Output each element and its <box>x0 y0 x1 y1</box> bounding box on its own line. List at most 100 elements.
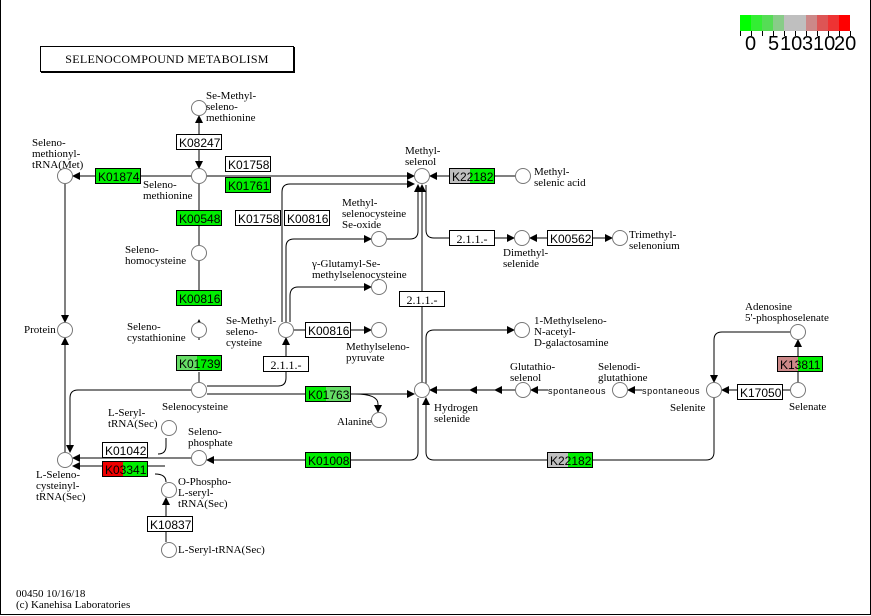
compound-node[interactable] <box>161 542 177 558</box>
legend-label: 5 <box>768 33 780 55</box>
compound-label: Seleno- methionine <box>143 179 193 202</box>
compound-node[interactable] <box>57 452 73 468</box>
compound-node[interactable] <box>278 322 294 338</box>
compound-label: Selenocysteine <box>162 401 228 413</box>
legend-label: 0 <box>745 33 757 55</box>
compound-node[interactable] <box>706 382 722 398</box>
compound-label: Methylseleno- pyruvate <box>346 341 410 364</box>
enzyme-box[interactable]: K01874 <box>95 168 141 184</box>
map-title: SELENOCOMPOUND METABOLISM <box>40 46 294 72</box>
compound-node[interactable] <box>612 382 628 398</box>
compound-node[interactable] <box>161 420 177 436</box>
enzyme-box[interactable]: K22182 <box>449 168 495 184</box>
compound-node[interactable] <box>514 322 530 338</box>
enzyme-box[interactable]: 2.1.1.- <box>449 230 495 246</box>
compound-node[interactable] <box>161 482 177 498</box>
enzyme-box[interactable]: K00816 <box>176 290 222 306</box>
compound-node[interactable] <box>514 230 530 246</box>
legend-swatch <box>740 15 751 31</box>
compound-node[interactable] <box>371 412 387 428</box>
compound-label: Dimethyl- selenide <box>503 247 549 270</box>
enzyme-box[interactable]: K22182 <box>547 452 593 468</box>
enzyme-box[interactable]: K01739 <box>176 355 222 371</box>
legend-swatch <box>828 15 839 31</box>
copyright: (c) Kanehisa Laboratories <box>16 599 131 611</box>
enzyme-box[interactable]: K08247 <box>176 134 222 150</box>
compound-node[interactable] <box>515 168 531 184</box>
enzyme-box[interactable]: 2.1.1.- <box>263 356 309 372</box>
compound-node[interactable] <box>612 230 628 246</box>
compound-label: Hydrogen selenide <box>434 402 478 425</box>
enzyme-box[interactable]: K00548 <box>176 210 222 226</box>
enzyme-box[interactable]: K00816 <box>284 210 330 226</box>
compound-label: Se-Methyl- seleno- cysteine <box>226 315 277 349</box>
enzyme-box[interactable]: K01758 <box>225 156 271 172</box>
compound-label: Seleno- phosphate <box>188 426 233 449</box>
map-footer: 00450 10/16/18 (c) Kanehisa Laboratories <box>16 589 130 611</box>
compound-node[interactable] <box>371 322 387 338</box>
map-id-date: 00450 10/16/18 <box>16 588 86 600</box>
compound-label: Seleno- cystathionine <box>127 321 186 344</box>
compound-label: γ-Glutamyl-Se- methylselenocysteine <box>312 258 407 281</box>
compound-node[interactable] <box>414 168 430 184</box>
compound-label: L-Seryl- tRNA(Sec) <box>108 407 158 430</box>
compound-node[interactable] <box>790 382 806 398</box>
enzyme-box[interactable]: K00562 <box>547 230 593 246</box>
enzyme-box[interactable]: K17050 <box>737 384 783 400</box>
legend-label: 10 <box>813 33 836 55</box>
legend-label: 20 <box>834 33 857 55</box>
compound-label: Methyl- selenocysteine Se-oxide <box>342 197 407 231</box>
enzyme-box[interactable]: K01042 <box>102 442 148 458</box>
enzyme-box[interactable]: K10837 <box>147 516 193 532</box>
compound-label: Methyl- selenol <box>405 145 441 168</box>
compound-node[interactable] <box>414 382 430 398</box>
compound-label: Adenosine 5'-phosphoselenate <box>745 301 829 324</box>
compound-node[interactable] <box>191 100 207 116</box>
compound-node[interactable] <box>191 382 207 398</box>
compound-label: Seleno- methionyl- tRNA(Met) <box>32 137 84 171</box>
compound-label: O-Phospho- L-seryl- tRNA(Sec) <box>178 476 232 510</box>
compound-label: Selenate <box>789 401 827 413</box>
compound-node[interactable] <box>371 231 387 247</box>
compound-label: 1-Methylseleno- N-acetyl- D-galactosamin… <box>534 315 609 349</box>
compound-node[interactable] <box>191 245 207 261</box>
enzyme-box[interactable]: 2.1.1.- <box>399 291 445 307</box>
legend-swatch <box>795 15 806 31</box>
compound-node[interactable] <box>191 322 207 338</box>
legend-swatch <box>839 15 850 31</box>
legend-swatch <box>817 15 828 31</box>
spontaneous-label: spontaneous <box>548 386 607 396</box>
compound-label: L-Seleno- cysteinyl- tRNA(Sec) <box>36 469 86 503</box>
compound-node[interactable] <box>515 382 531 398</box>
compound-node[interactable] <box>790 324 806 340</box>
spontaneous-label: spontaneous <box>642 386 701 396</box>
compound-label: L-Seryl-tRNA(Sec) <box>178 544 265 556</box>
compound-label: Protein <box>24 324 56 336</box>
enzyme-box[interactable]: K03341 <box>102 461 148 477</box>
enzyme-box[interactable]: K13811 <box>777 356 823 372</box>
compound-label: Glutathio- selenol <box>510 361 556 384</box>
legend-swatch <box>784 15 795 31</box>
enzyme-box[interactable]: K01758 <box>235 210 281 226</box>
compound-node[interactable] <box>191 168 207 184</box>
legend-swatch <box>751 15 762 31</box>
compound-node[interactable] <box>371 279 387 295</box>
enzyme-box[interactable]: K01008 <box>305 452 351 468</box>
compound-label: Se-Methyl- seleno- methionine <box>206 90 257 124</box>
compound-label: Selenite <box>670 402 706 414</box>
compound-label: Seleno- homocysteine <box>125 244 187 267</box>
enzyme-box[interactable]: K01763 <box>305 386 351 402</box>
compound-label: Trimethyl- selenonium <box>629 229 680 252</box>
enzyme-box[interactable]: K01761 <box>225 177 271 193</box>
compound-label: Selenodi- glutathione <box>598 361 648 384</box>
compound-label: Methyl- selenic acid <box>534 166 586 189</box>
legend-label: 3 <box>802 33 814 55</box>
compound-node[interactable] <box>57 168 73 184</box>
compound-node[interactable] <box>57 322 73 338</box>
legend-swatch <box>806 15 817 31</box>
enzyme-box[interactable]: K00816 <box>305 322 351 338</box>
compound-node[interactable] <box>191 450 207 466</box>
